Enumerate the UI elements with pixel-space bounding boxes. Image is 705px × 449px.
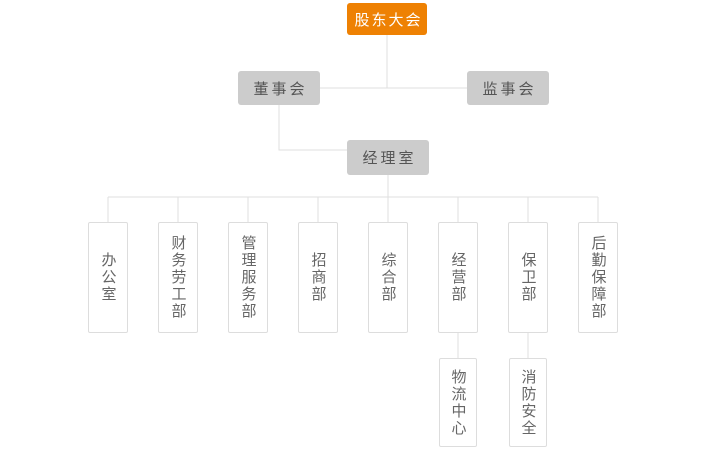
org-node-label: 消防安全 [519, 368, 537, 437]
org-node-label: 经营部 [449, 252, 467, 303]
org-node-label: 保卫部 [519, 252, 537, 303]
org-node-label: 物流中心 [449, 368, 467, 437]
org-node-label: 经理室 [362, 150, 417, 167]
org-node-label: 综合部 [379, 252, 397, 303]
org-node-label: 管理服务部 [239, 235, 257, 320]
org-node-board-of-directors[interactable]: 董事会 [238, 71, 320, 105]
org-node-security-dept[interactable]: 保卫部 [508, 222, 548, 333]
org-node-label: 办公室 [99, 252, 117, 303]
org-node-investment-dept[interactable]: 招商部 [298, 222, 338, 333]
org-node-office[interactable]: 办公室 [88, 222, 128, 333]
org-node-label: 董事会 [253, 80, 308, 98]
org-node-shareholders-meeting[interactable]: 股东大会 [347, 3, 427, 35]
org-node-fire-safety[interactable]: 消防安全 [509, 358, 547, 447]
org-node-finance-labor-dept[interactable]: 财务劳工部 [158, 222, 198, 333]
org-node-general-dept[interactable]: 综合部 [368, 222, 408, 333]
org-node-manager-office[interactable]: 经理室 [347, 140, 429, 175]
org-node-label: 监事会 [482, 80, 537, 98]
org-node-management-service-dept[interactable]: 管理服务部 [228, 222, 268, 333]
org-node-label: 后勤保障部 [589, 235, 607, 320]
org-node-operations-dept[interactable]: 经营部 [438, 222, 478, 333]
org-node-label: 招商部 [309, 252, 327, 303]
org-node-label: 财务劳工部 [169, 235, 187, 320]
org-node-logistics-support-dept[interactable]: 后勤保障部 [578, 222, 618, 333]
org-node-logistics-center[interactable]: 物流中心 [439, 358, 477, 447]
org-node-label: 股东大会 [354, 11, 423, 29]
org-node-supervisory-board[interactable]: 监事会 [467, 71, 549, 105]
